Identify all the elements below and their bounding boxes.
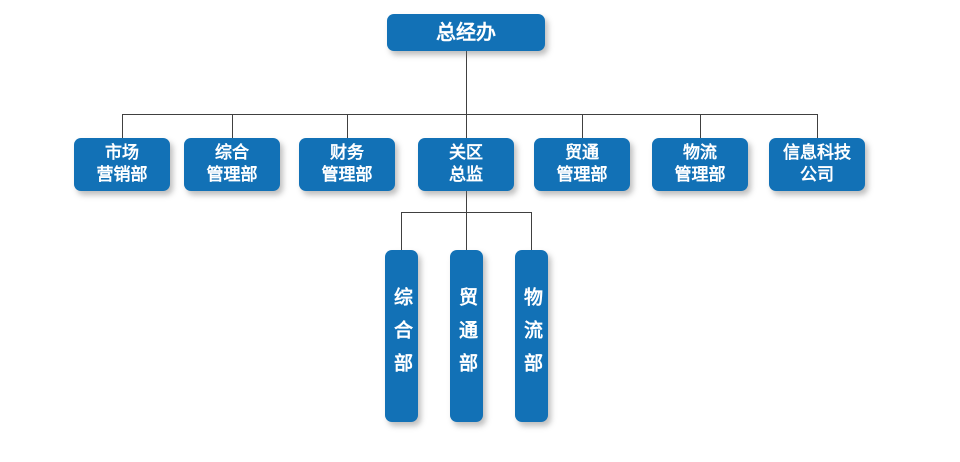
node-gm-office: 总经办: [387, 14, 545, 51]
connector-stub: [700, 114, 701, 138]
connector-root-vertical: [466, 51, 467, 114]
node-gm-office-label: 总经办: [436, 20, 496, 44]
node-trade-sub-dept: 贸通部: [450, 250, 483, 422]
node-it-company: 信息科技 公司: [769, 138, 865, 191]
node-logistics-management-dept: 物流 管理部: [652, 138, 748, 191]
node-marketing-dept: 市场 营销部: [74, 138, 170, 191]
node-general-management-dept-label: 综合 管理部: [206, 143, 258, 185]
node-trade-management-dept: 贸通 管理部: [534, 138, 630, 191]
node-general-sub-dept: 综合部: [385, 250, 418, 422]
node-finance-management-dept: 财务 管理部: [299, 138, 395, 191]
node-general-management-dept: 综合 管理部: [184, 138, 280, 191]
connector-stub: [347, 114, 348, 138]
node-logistics-management-dept-label: 物流 管理部: [674, 143, 726, 185]
connector-stub: [817, 114, 818, 138]
node-logistics-sub-dept: 物流部: [515, 250, 548, 422]
connector-stub: [401, 212, 402, 250]
connector-director-vertical: [466, 191, 467, 212]
node-customs-director: 关区 总监: [418, 138, 514, 191]
connector-stub: [466, 212, 467, 250]
connector-level2-horizontal: [122, 114, 818, 115]
connector-stub: [466, 114, 467, 138]
node-marketing-dept-label: 市场 营销部: [96, 143, 148, 185]
node-finance-management-dept-label: 财务 管理部: [321, 143, 373, 185]
node-general-sub-dept-label: 综合部: [391, 286, 413, 386]
connector-stub: [232, 114, 233, 138]
connector-stub: [582, 114, 583, 138]
node-trade-sub-dept-label: 贸通部: [456, 286, 478, 386]
node-it-company-label: 信息科技 公司: [783, 143, 851, 185]
node-logistics-sub-dept-label: 物流部: [521, 286, 543, 386]
connector-stub: [531, 212, 532, 250]
node-trade-management-dept-label: 贸通 管理部: [556, 143, 608, 185]
connector-stub: [122, 114, 123, 138]
node-customs-director-label: 关区 总监: [449, 143, 483, 185]
